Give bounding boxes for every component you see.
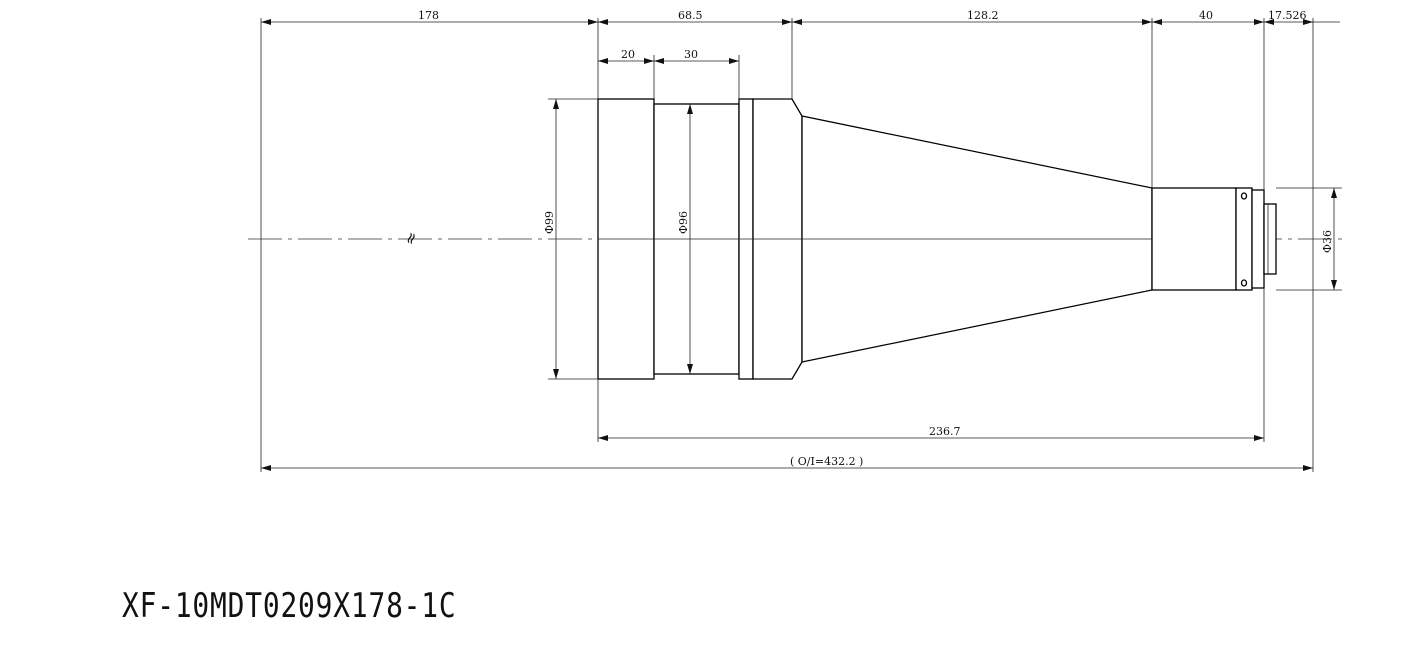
dim-phi99: Φ99 — [543, 211, 556, 234]
dim-178: 178 — [418, 9, 439, 22]
top-dimension-chain: 178 68.5 128.2 40 17.526 — [261, 9, 1340, 25]
ring-dimensions: 20 30 — [598, 48, 739, 64]
screw-top — [1240, 192, 1248, 200]
axis-break-symbol: ≈ — [400, 229, 422, 248]
dim-128-2: 128.2 — [967, 9, 999, 22]
dim-236-7: 236.7 — [929, 425, 961, 438]
dim-17-526: 17.526 — [1268, 9, 1307, 22]
mount-tube — [1151, 187, 1237, 291]
dim-68-5: 68.5 — [678, 9, 703, 22]
dim-phi36: Φ36 — [1321, 230, 1334, 253]
dim-phi96: Φ96 — [677, 211, 690, 234]
lens-body — [597, 98, 1277, 380]
mount-lip — [1251, 189, 1265, 289]
dim-object-image-distance: ( O/I=432.2 ) — [790, 455, 863, 468]
dim-20: 20 — [621, 48, 635, 61]
mount-thread — [1263, 203, 1277, 275]
dim-30: 30 — [684, 48, 698, 61]
screw-bottom — [1240, 279, 1248, 287]
dim-40: 40 — [1199, 9, 1213, 22]
model-number: XF-10MDT0209X178-1C — [122, 586, 457, 626]
bottom-dimensions: 236.7 ( O/I=432.2 ) — [261, 425, 1313, 471]
mount-flange — [1235, 187, 1253, 291]
diameter-dimensions: Φ99 Φ96 Φ36 — [543, 99, 1337, 379]
